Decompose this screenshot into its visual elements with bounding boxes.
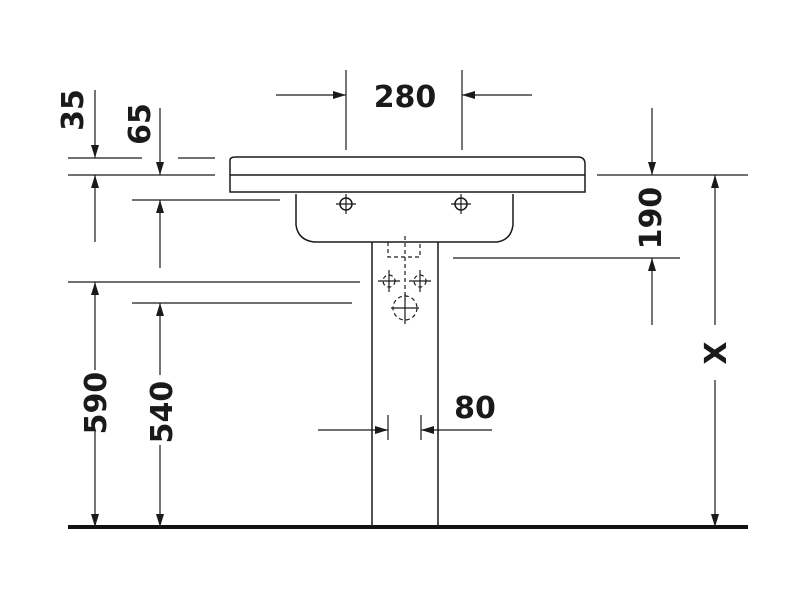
dimension-label-540: 540 <box>145 381 180 444</box>
dimension-label-x: X <box>699 341 734 364</box>
pedestal <box>371 242 439 527</box>
dimension-540: 540 <box>132 302 352 527</box>
supply-connection-right <box>409 270 431 292</box>
dimension-label-80: 80 <box>454 391 496 426</box>
dimension-35: 35 <box>56 89 215 242</box>
dimension-label-190: 190 <box>634 187 669 250</box>
waste-pipe-detail <box>387 236 421 324</box>
dimension-label-65: 65 <box>123 103 158 145</box>
dimension-label-35: 35 <box>56 89 91 131</box>
dimension-590: 590 <box>68 281 360 527</box>
basin-fixing-hole-right <box>451 194 471 214</box>
dimension-280: 280 <box>276 70 532 150</box>
dimension-label-280: 280 <box>374 80 437 115</box>
dimension-190: 190 <box>453 108 748 325</box>
dimension-65: 65 <box>123 103 280 268</box>
washbasin-body <box>229 156 586 243</box>
dimension-label-590: 590 <box>79 372 114 435</box>
dimension-80: 80 <box>318 391 496 440</box>
dimension-x: X <box>699 175 734 527</box>
supply-connection-left <box>378 270 400 292</box>
basin-fixing-hole-left <box>336 194 356 214</box>
